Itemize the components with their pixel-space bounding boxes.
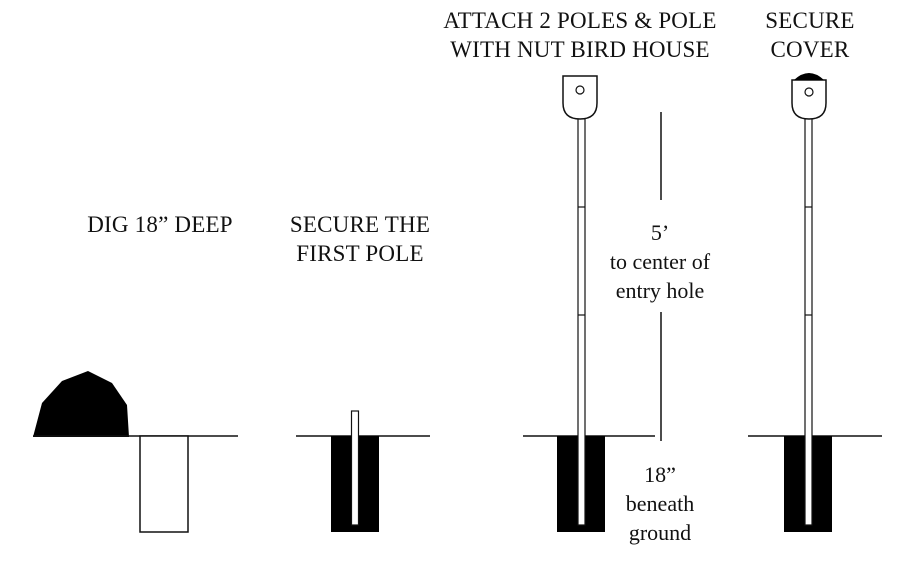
depth-note: 18” beneath ground xyxy=(590,460,730,547)
height-note-line: to center of xyxy=(609,249,711,274)
bird-house xyxy=(791,79,827,120)
step-label-line: SECURE xyxy=(765,8,855,33)
pole xyxy=(804,116,813,526)
bird-house xyxy=(562,75,598,120)
depth-note-line: beneath xyxy=(625,491,695,516)
pole-segment xyxy=(350,410,360,526)
step-first-pole-illustration xyxy=(296,410,430,532)
step-label-dig: DIG 18” DEEP xyxy=(60,210,260,239)
step-label-cover: SECURE COVER xyxy=(750,6,870,64)
step-label-line: DIG 18” DEEP xyxy=(87,212,233,237)
dirt-pile xyxy=(33,371,129,437)
step-label-line: ATTACH 2 POLES & POLE xyxy=(443,8,717,33)
height-note: 5’ to center of entry hole xyxy=(580,218,740,305)
height-note-line: entry hole xyxy=(615,278,705,303)
empty-hole xyxy=(139,435,189,533)
depth-note-line: ground xyxy=(628,520,692,545)
step-label-first-pole: SECURE THE FIRST POLE xyxy=(260,210,460,268)
depth-value: 18” xyxy=(644,462,676,487)
height-value: 5’ xyxy=(650,220,670,245)
entry-hole xyxy=(575,85,585,95)
step-label-line: WITH NUT BIRD HOUSE xyxy=(450,37,710,62)
step-attach-illustration xyxy=(523,75,655,532)
step-label-line: FIRST POLE xyxy=(296,241,424,266)
step-dig-illustration xyxy=(33,371,238,533)
step-label-line: COVER xyxy=(770,37,850,62)
step-cover-illustration xyxy=(748,73,882,532)
step-label-attach: ATTACH 2 POLES & POLE WITH NUT BIRD HOUS… xyxy=(420,6,740,64)
step-label-line: SECURE THE xyxy=(289,212,431,237)
bird-house-cover xyxy=(794,73,824,80)
entry-hole xyxy=(804,87,814,97)
pole xyxy=(577,116,586,526)
